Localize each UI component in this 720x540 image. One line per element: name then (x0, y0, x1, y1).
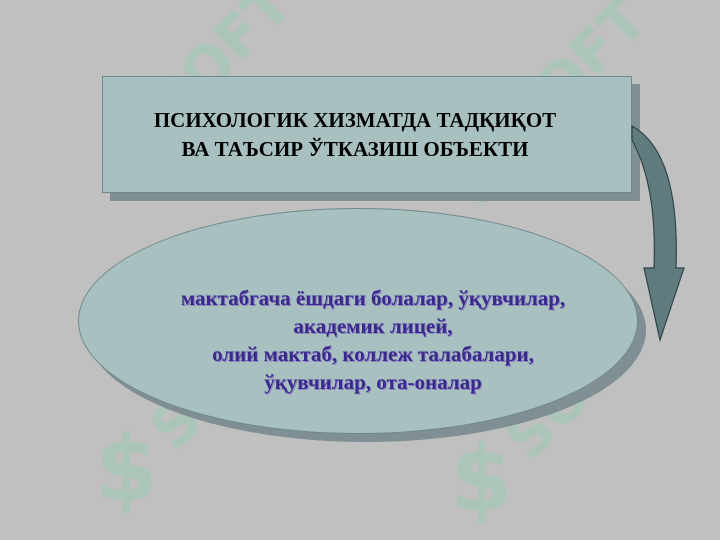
svg-text:$: $ (450, 427, 513, 532)
ellipse-line-2: академик лицей, (293, 314, 453, 338)
ellipse-text: мактабгача ёшдаги болалар, ўқувчилар, ак… (78, 284, 668, 396)
svg-text:$: $ (95, 417, 158, 522)
title-line-1: ПСИХОЛОГИК ХИЗМАТДА ТАДҚИҚОТ (153, 107, 557, 132)
title-line-2: ВА ТАЪСИР ЎТКАЗИШ ОБЪЕКТИ (181, 136, 529, 161)
ellipse-line-4: ўқувчилар, ота-оналар (264, 370, 482, 394)
ellipse-line-3: олий мактаб, коллеж талабалари, (212, 342, 534, 366)
curved-arrow-icon (631, 124, 685, 343)
ellipse-shape (78, 208, 638, 434)
title-box: ПСИХОЛОГИК ХИЗМАТДА ТАДҚИҚОТ ВА ТАЪСИР Ў… (102, 76, 632, 193)
ellipse-line-1: мактабгача ёшдаги болалар, ўқувчилар, (180, 286, 566, 310)
